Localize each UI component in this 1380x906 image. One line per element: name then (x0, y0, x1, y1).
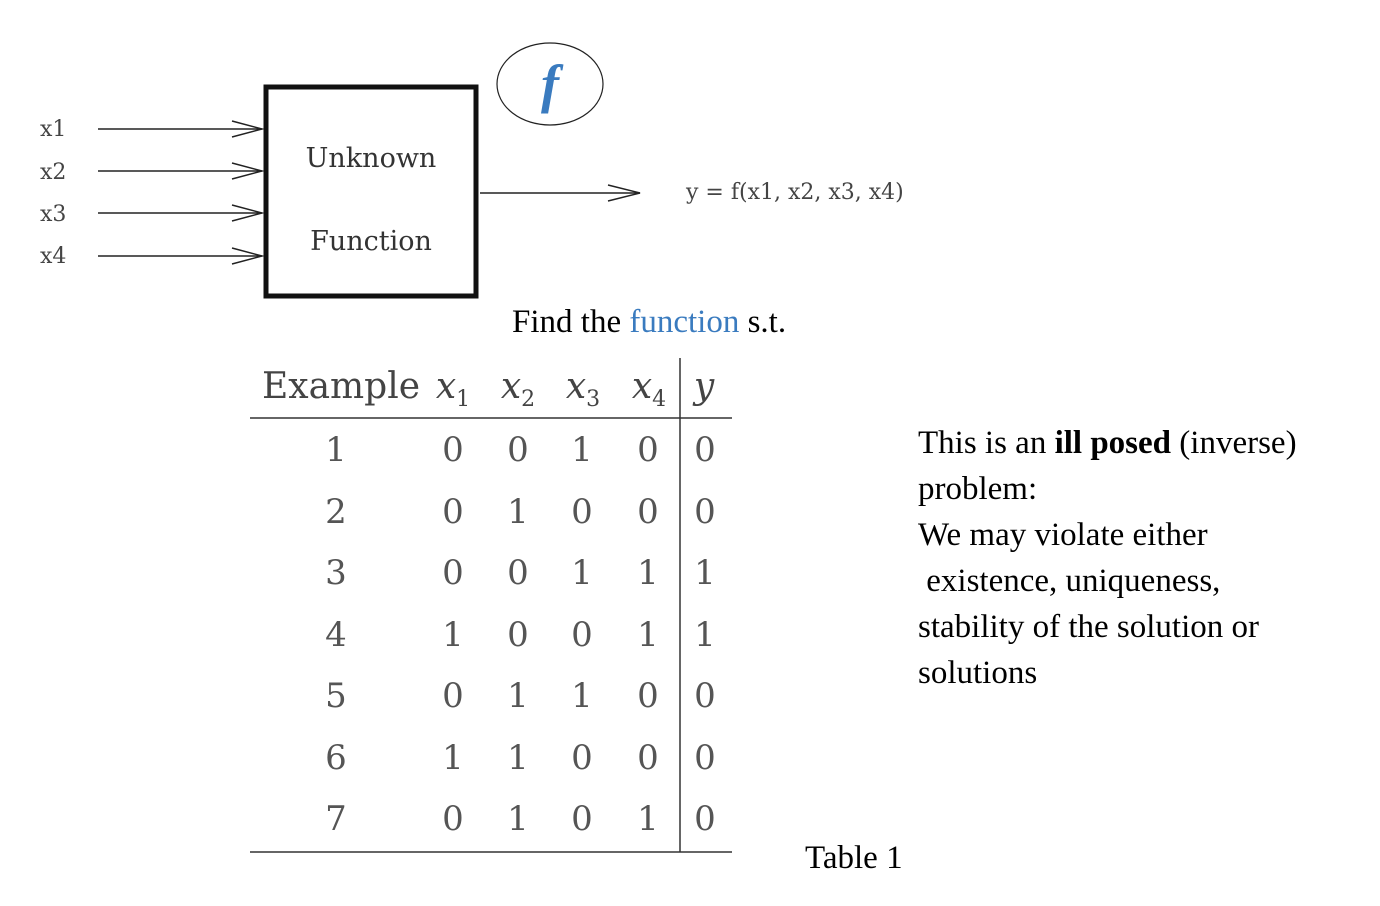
input-label-x2: x2 (40, 160, 67, 185)
table-header-x1-sub: 1 (456, 387, 471, 413)
table-cell-x3: 0 (571, 491, 593, 532)
table-cell-x1: 0 (442, 676, 464, 716)
note-line-3: We may violate either (918, 517, 1208, 553)
output-arrow (480, 184, 641, 202)
note-line-6: solutions (918, 655, 1038, 691)
table-cell-x4: 0 (637, 430, 659, 470)
note-line1-prefix: This is an (918, 425, 1055, 461)
table-cell-x2: 1 (507, 491, 529, 532)
table-cell-x4: 1 (637, 614, 659, 655)
input-arrow-x4 (98, 247, 265, 265)
table-cell-y: 1 (694, 553, 716, 593)
function-box (263, 84, 479, 299)
input-label-x1: x1 (40, 117, 67, 142)
table-header-y: y (682, 366, 726, 407)
table-cell-x4: 0 (637, 676, 659, 716)
table-cell-example: 5 (325, 676, 347, 716)
table-cell-x3: 1 (571, 676, 593, 716)
box-label-line2: Function (310, 226, 432, 257)
table-cell-y: 1 (694, 614, 716, 655)
table-cell-example: 1 (325, 430, 347, 470)
table-cell-x3: 0 (571, 614, 593, 655)
table-cell-y: 0 (694, 799, 716, 839)
table-cell-example: 2 (325, 491, 347, 532)
table-cell-example: 4 (325, 614, 347, 655)
input-arrow-x2 (98, 162, 265, 180)
table-header-x3-sub: 3 (586, 387, 601, 413)
table-header-x1: x1 (425, 366, 481, 412)
table-header-x3-var: x (565, 366, 587, 407)
table-cell-x3: 1 (571, 430, 593, 470)
caption-suffix: s.t. (739, 304, 787, 340)
caption-prefix: Find the (512, 304, 630, 340)
note-line-1: This is an ill posed (inverse) (918, 420, 1378, 466)
table-cell-x3: 1 (571, 553, 593, 593)
table-cell-example: 6 (325, 737, 347, 778)
table-header-y-var: y (693, 366, 715, 407)
note-line-2: problem: (918, 471, 1038, 507)
table-header-x1-var: x (435, 366, 457, 407)
table-cell-x1: 1 (442, 614, 464, 655)
input-arrow-x3 (98, 204, 265, 222)
table-cell-x2: 0 (507, 430, 529, 470)
table-cell-x2: 1 (507, 799, 529, 839)
note-line-5: stability of the solution or (918, 609, 1259, 645)
table-header-x4: x4 (621, 366, 677, 412)
table-header-x4-var: x (631, 366, 653, 407)
table-header-x2: x2 (490, 366, 546, 412)
table-cell-x1: 0 (442, 553, 464, 593)
table-cell-x1: 0 (442, 430, 464, 470)
table-cell-x4: 1 (637, 799, 659, 839)
table-cell-x2: 1 (507, 676, 529, 716)
table-cell-y: 0 (694, 491, 716, 532)
table-cell-x1: 0 (442, 491, 464, 532)
table-caption: Table 1 (805, 840, 903, 876)
caption-accent: function (629, 304, 740, 340)
ill-posed-note: This is an ill posed (inverse) problem: … (918, 420, 1378, 696)
note-line1-suffix: (inverse) (1171, 425, 1297, 461)
table-cell-x1: 1 (442, 737, 464, 778)
table-cell-example: 7 (325, 799, 347, 839)
note-line-4: existence, uniqueness, (918, 563, 1221, 599)
table-cell-x1: 0 (442, 799, 464, 839)
table-header-x2-var: x (500, 366, 522, 407)
table-cell-x3: 0 (571, 737, 593, 778)
input-label-x4: x4 (40, 244, 67, 269)
find-caption: Find the function s.t. (512, 304, 786, 341)
table-cell-x4: 1 (637, 553, 659, 593)
table-cell-x4: 0 (637, 491, 659, 532)
function-ellipse (496, 42, 604, 126)
table-cell-x2: 0 (507, 553, 529, 593)
table-header-example: Example (262, 366, 421, 407)
input-arrow-x1 (98, 120, 265, 138)
table-header-x4-sub: 4 (652, 387, 667, 413)
table-cell-y: 0 (694, 737, 716, 778)
table-header-x3: x3 (555, 366, 611, 412)
input-label-x3: x3 (40, 202, 67, 227)
table-cell-x3: 0 (571, 799, 593, 839)
table-cell-example: 3 (325, 553, 347, 593)
table-cell-x4: 0 (637, 737, 659, 778)
table-cell-x2: 0 (507, 614, 529, 655)
function-symbol: f (541, 54, 559, 114)
output-label: y = f(x1, x2, x3, x4) (686, 180, 904, 205)
box-label-line1: Unknown (305, 143, 437, 174)
table-cell-y: 0 (694, 430, 716, 470)
table-header-x2-sub: 2 (521, 387, 536, 413)
table-cell-x2: 1 (507, 737, 529, 778)
note-line1-bold: ill posed (1054, 425, 1172, 461)
table-cell-y: 0 (694, 676, 716, 716)
